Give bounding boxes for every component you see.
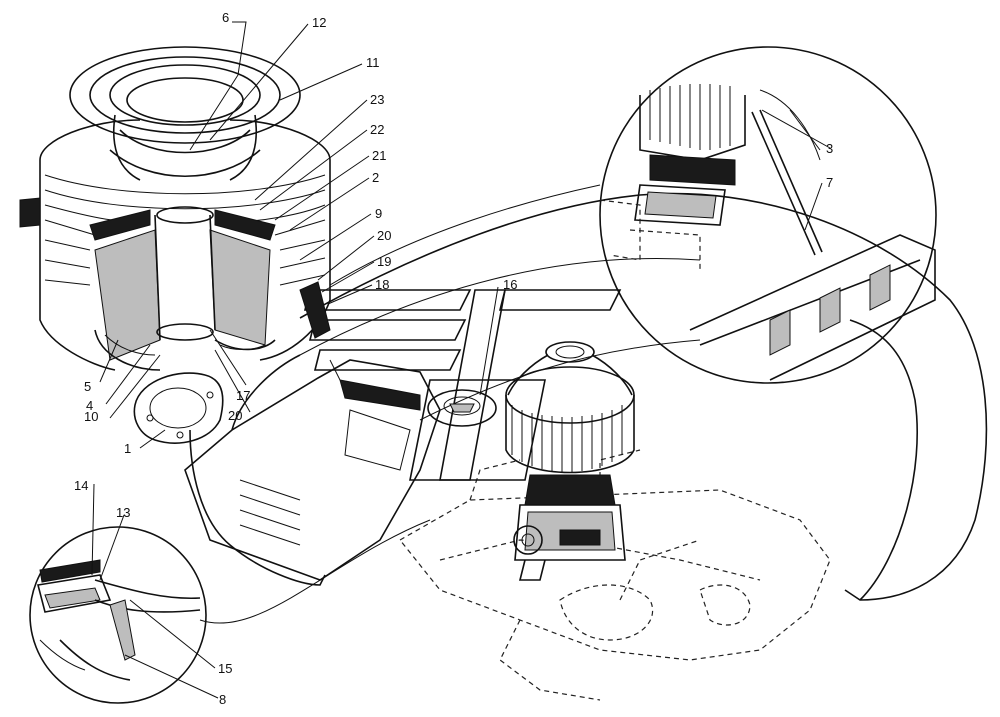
label-18: 18 [375,277,389,292]
label-6: 6 [222,10,229,25]
gasket [133,372,224,444]
label-20-top: 20 [377,228,391,243]
label-3: 3 [826,141,833,156]
stamp-shape [303,289,622,481]
mounting-bracket [184,359,441,581]
label-21: 21 [372,148,386,163]
label-13: 13 [116,505,130,520]
detail-circle-top [599,46,937,384]
engine-block-dashed [399,449,831,701]
label-22: 22 [370,122,384,137]
label-5: 5 [84,379,91,394]
label-9: 9 [375,206,382,221]
label-15: 15 [218,661,232,676]
label-17: 17 [236,388,250,403]
detail-circle-bottom [29,526,207,704]
label-4: 4 [86,398,93,413]
label-12: 12 [312,15,326,30]
connector-sweep-bottom [199,519,431,624]
leader-lines [91,21,831,699]
cap-disc-16 [427,389,497,427]
label-11: 11 [366,55,380,70]
air-filter-cutaway [19,46,331,371]
label-2: 2 [372,170,379,185]
label-8: 8 [219,692,226,707]
label-16: 16 [503,277,517,292]
label-19: 19 [377,254,391,269]
filter-rib-lines [44,174,326,286]
part-labels: 6 12 11 23 22 21 2 9 20 19 18 3 7 16 5 4… [74,10,833,707]
label-7: 7 [826,175,833,190]
connector-sweep-top [329,184,601,286]
label-10: 10 [84,409,98,424]
label-20-bottom: 20 [228,408,242,423]
label-23: 23 [370,92,384,107]
engine-assembly [505,341,635,581]
filter-fins [511,405,623,472]
label-1: 1 [124,441,131,456]
label-14: 14 [74,478,88,493]
detail-top-fins [649,84,731,150]
